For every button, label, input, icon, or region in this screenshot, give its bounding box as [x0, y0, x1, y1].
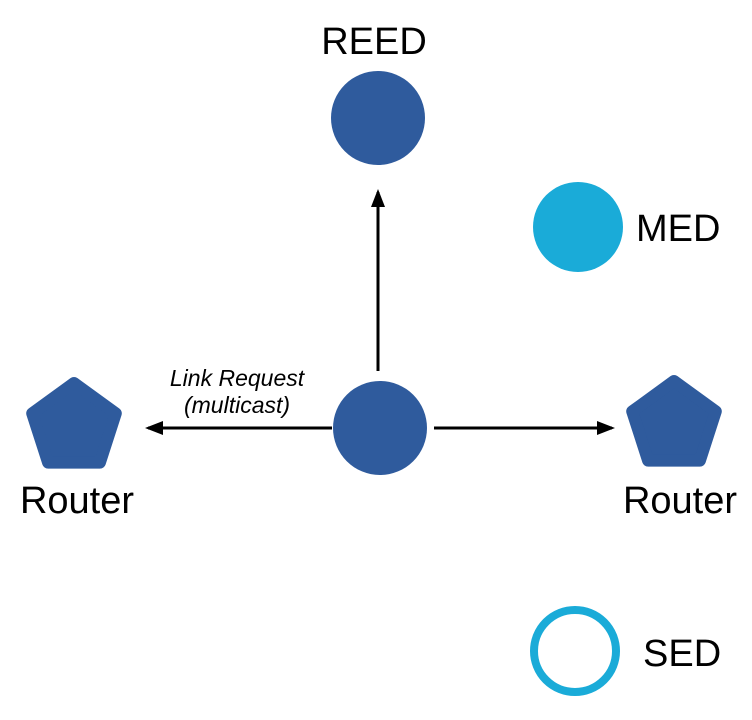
med-label: MED — [636, 208, 720, 250]
router-right-node-icon — [626, 375, 722, 467]
reed-label: REED — [321, 21, 427, 63]
router-left-label: Router — [20, 480, 134, 522]
center-node-icon — [333, 381, 427, 475]
router-left-node-icon — [26, 377, 122, 469]
sed-node-icon — [530, 606, 620, 696]
link-request-annotation-line2: (multicast) — [184, 392, 290, 418]
med-node-icon — [533, 182, 623, 272]
link-request-annotation-line1: Link Request — [170, 365, 306, 391]
router-right-label: Router — [623, 480, 737, 522]
reed-node-icon — [331, 71, 425, 165]
sed-label: SED — [643, 633, 721, 675]
